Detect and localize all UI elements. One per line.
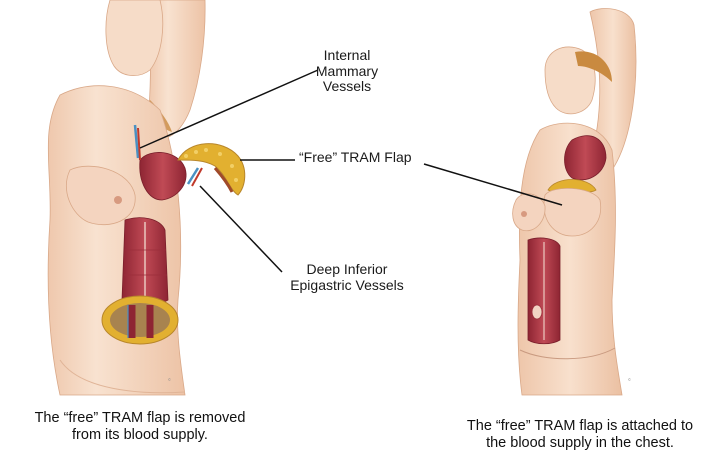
caption-right: The “free” TRAM flap is attached to the … bbox=[455, 418, 705, 453]
left-figure-head bbox=[106, 0, 163, 76]
left-figure-nipple bbox=[114, 196, 122, 204]
free-tram-flap bbox=[178, 144, 245, 195]
label-internal-mammary-vessels: Internal Mammary Vessels bbox=[302, 48, 392, 95]
free-flap-body bbox=[178, 144, 245, 195]
leader-deep-inferior-epigastric bbox=[200, 186, 282, 272]
label-internal-mammary-line-2: Mammary bbox=[302, 64, 392, 80]
left-figure bbox=[48, 0, 205, 395]
caption-right-line-2: the blood supply in the chest. bbox=[455, 435, 705, 452]
label-internal-mammary-line-1: Internal bbox=[302, 48, 392, 64]
left-artist-credit: © bbox=[168, 378, 171, 382]
caption-left: The “free” TRAM flap is removed from its… bbox=[10, 410, 270, 445]
label-deep-inferior-epigastric-vessels: Deep Inferior Epigastric Vessels bbox=[262, 262, 432, 293]
caption-right-line-1: The “free” TRAM flap is attached to bbox=[455, 418, 705, 435]
right-artist-credit: © bbox=[628, 378, 631, 382]
label-deep-inferior-line-1: Deep Inferior bbox=[262, 262, 432, 278]
right-figure bbox=[513, 8, 636, 395]
label-deep-inferior-line-2: Epigastric Vessels bbox=[262, 278, 432, 294]
caption-left-line-1: The “free” TRAM flap is removed bbox=[10, 410, 270, 427]
caption-left-line-2: from its blood supply. bbox=[10, 427, 270, 444]
label-free-tram-flap: “Free” TRAM Flap bbox=[299, 150, 412, 166]
left-donor-site bbox=[110, 303, 170, 337]
label-internal-mammary-line-3: Vessels bbox=[302, 79, 392, 95]
leader-lines bbox=[140, 70, 562, 272]
